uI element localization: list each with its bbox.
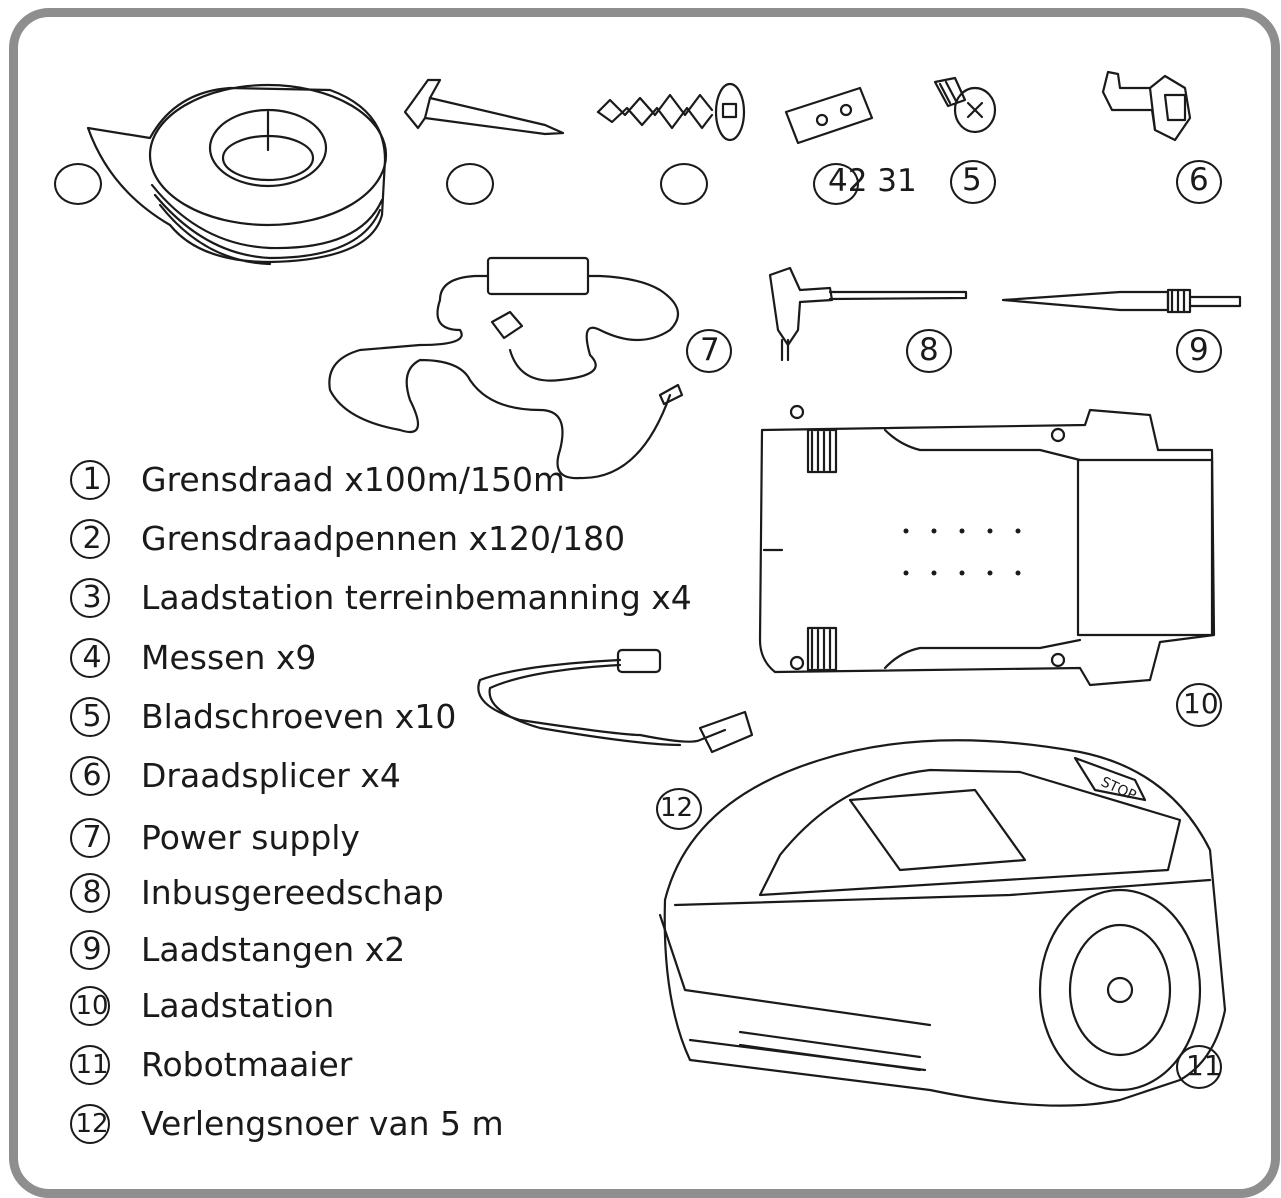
callout-8-number: 8 (919, 332, 939, 368)
legend-label: Robotmaaier (141, 1045, 353, 1084)
legend-label: Bladschroeven x10 (141, 697, 457, 736)
callout-5-ring (950, 160, 996, 204)
callout-6-ring (1176, 160, 1222, 204)
screw-anchor-icon (596, 82, 746, 142)
legend-label: Laadstangen x2 (141, 930, 406, 969)
extension-cable-icon (477, 648, 754, 754)
charging-station-icon (758, 404, 1216, 687)
callout-10-number: 10 (1183, 687, 1219, 720)
legend-number-badge: 3 (68, 576, 116, 620)
legend-label: Laadstation (141, 986, 335, 1025)
blade-screw-icon (933, 76, 997, 134)
legend-label: Laadstation terreinbemanning x4 (141, 578, 692, 617)
legend-number-badge: 9 (68, 928, 116, 972)
blade-icon (784, 86, 874, 145)
charging-rod-icon (1001, 288, 1242, 314)
callout-9-ring (1176, 329, 1222, 373)
callout-11-ring (1176, 1045, 1222, 1089)
callout-7-ring (686, 329, 732, 373)
legend-number-badge: 2 (68, 517, 116, 561)
legend-number-badge: 11 (68, 1043, 116, 1087)
legend-number-badge: 10 (68, 984, 116, 1028)
callout-blade-ring (813, 163, 859, 205)
wire-spool-icon (86, 83, 388, 266)
diagram-frame (9, 8, 1280, 1198)
legend-number-badge: 4 (68, 636, 116, 680)
callout-anchor-empty (660, 163, 708, 205)
legend-number-badge: 6 (68, 754, 116, 798)
legend-label: Grensdraad x100m/150m (141, 460, 566, 499)
power-supply-icon (328, 256, 684, 480)
callout-5-number: 5 (962, 162, 982, 198)
legend-label: Power supply (141, 818, 360, 857)
legend-label: Draadsplicer x4 (141, 756, 401, 795)
callout-peg-empty (446, 163, 494, 205)
legend-number-badge: 5 (68, 695, 116, 739)
callout-8-ring (906, 329, 952, 373)
legend-label: Grensdraadpennen x120/180 (141, 519, 626, 558)
hex-key-icon (768, 266, 968, 362)
callout-spool-empty (54, 163, 102, 205)
callout-11-number: 11 (1186, 1049, 1222, 1082)
robot-mower-icon (658, 739, 1227, 1107)
legend-number-badge: 8 (68, 871, 116, 915)
callout-10-ring (1176, 683, 1222, 727)
callout-12-number: 12 (660, 793, 694, 823)
legend-number-badge: 1 (68, 458, 116, 502)
legend-label: Verlengsnoer van 5 m (141, 1104, 504, 1143)
callout-7-number: 7 (700, 332, 720, 368)
callout-blade-number: 42 31 (828, 163, 917, 199)
legend-label: Messen x9 (141, 638, 317, 677)
callout-12-ring (656, 788, 702, 830)
legend-label: Inbusgereedschap (141, 873, 444, 912)
legend-number-badge: 7 (68, 816, 116, 860)
legend-number-badge: 12 (68, 1102, 116, 1146)
wire-splicer-icon (1101, 70, 1192, 142)
callout-9-number: 9 (1189, 332, 1209, 368)
peg-icon (403, 78, 565, 136)
callout-6-number: 6 (1189, 162, 1209, 198)
